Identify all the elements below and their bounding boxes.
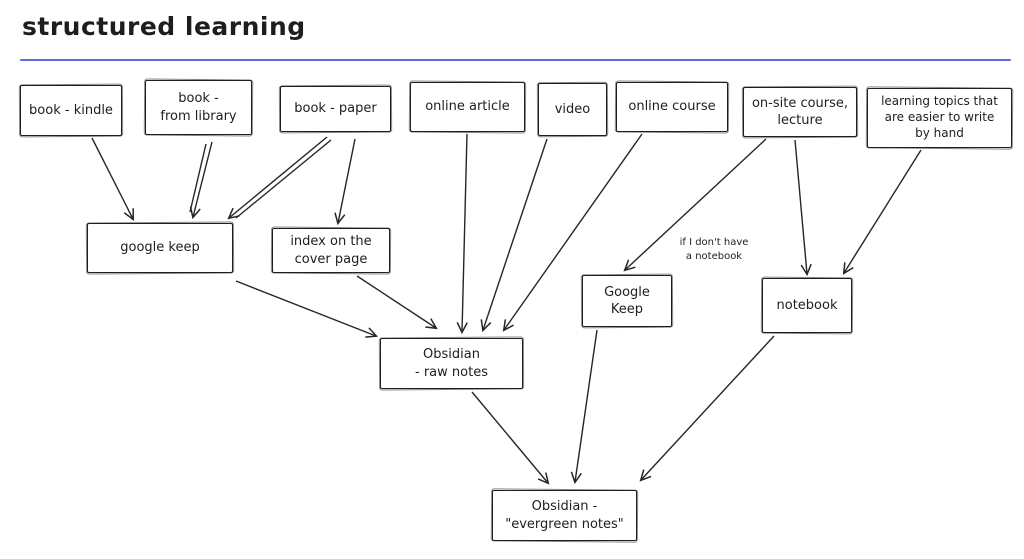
title-underline (20, 59, 1011, 61)
arrow-book-paper-to-index-cover-page (334, 138, 356, 226)
edge-label-if-no-notebook: if I don't have a notebook (679, 237, 749, 262)
node-onsite-course-lecture[interactable]: on-site course, lecture (743, 87, 857, 137)
node-google-keep-secondary[interactable]: Google Keep (582, 275, 672, 327)
arrow-book-from-library-to-google-keep (189, 141, 213, 220)
node-book-from-library[interactable]: book - from library (145, 80, 252, 135)
arrow-video-to-obsidian-raw (480, 138, 548, 333)
arrow-index-cover-page-to-obsidian-raw (356, 275, 438, 330)
node-online-article[interactable]: online article (410, 82, 525, 132)
arrow-onsite-course-to-notebook (794, 139, 812, 277)
arrow-book-paper-to-google-keep (227, 136, 332, 220)
node-google-keep-capture[interactable]: google keep (87, 223, 233, 273)
node-book-kindle[interactable]: book - kindle (20, 85, 122, 136)
node-obsidian-evergreen-notes[interactable]: Obsidian - "evergreen notes" (492, 490, 637, 541)
arrow-online-course-to-obsidian-raw (502, 133, 643, 332)
arrow-notebook-to-obsidian-evergreen (639, 335, 775, 482)
node-learning-topics-by-hand[interactable]: learning topics that are easier to write… (867, 88, 1012, 148)
node-index-on-cover-page[interactable]: index on the cover page (272, 228, 390, 273)
node-obsidian-raw-notes[interactable]: Obsidian - raw notes (380, 338, 523, 389)
arrow-obsidian-raw-to-obsidian-evergreen (471, 391, 550, 485)
diagram-title: structured learning (22, 12, 306, 41)
node-online-course[interactable]: online course (616, 82, 728, 132)
arrow-online-article-to-obsidian-raw (456, 133, 468, 335)
arrow-onsite-course-to-google-keep-secondary (623, 138, 767, 272)
node-notebook[interactable]: notebook (762, 278, 852, 333)
node-video[interactable]: video (538, 83, 607, 136)
arrow-book-kindle-to-google-keep (91, 137, 134, 221)
arrow-google-keep-secondary-to-obsidian-evergreen (570, 329, 598, 485)
arrow-google-keep-to-obsidian-raw (235, 280, 379, 338)
node-book-paper[interactable]: book - paper (280, 86, 391, 132)
arrow-learning-topics-to-notebook (842, 149, 922, 275)
